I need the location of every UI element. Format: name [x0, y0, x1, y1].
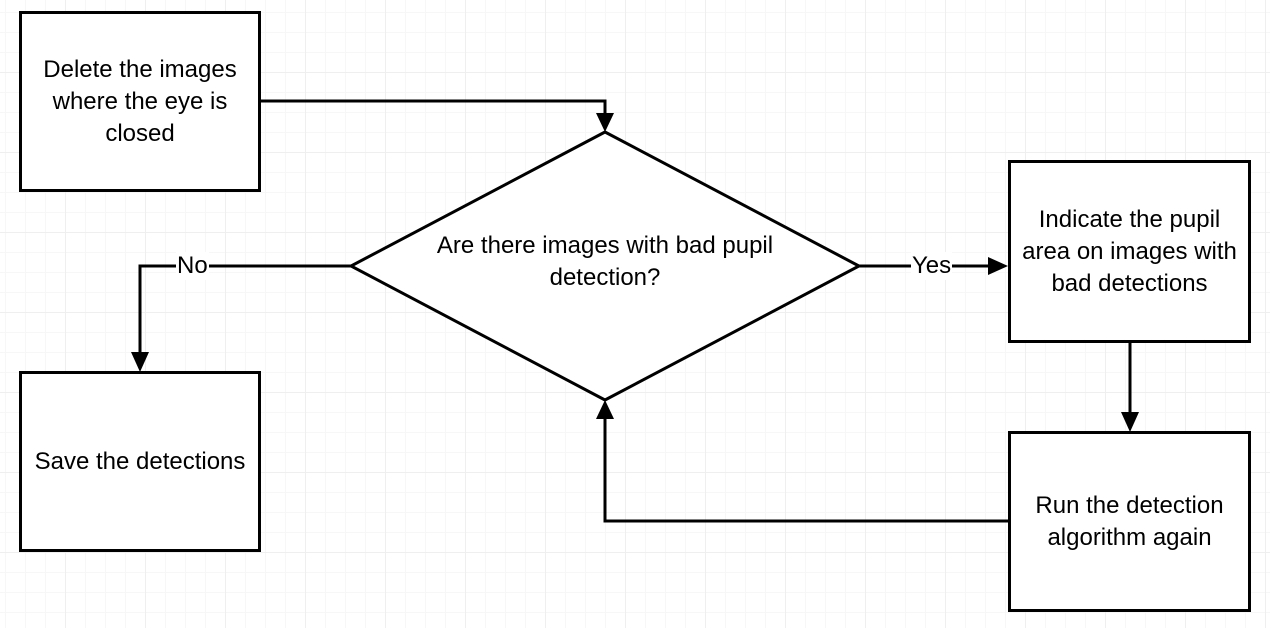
run-detection-box: Run the detection algorithm again [1008, 431, 1251, 612]
arrowhead-decision-bottom [596, 400, 614, 419]
indicate-pupil-label: Indicate the pupil area on images with b… [1022, 205, 1237, 297]
connector-run-to-decision [603, 416, 1009, 523]
arrowhead-run-top [1121, 412, 1139, 432]
connector-no-to-save [138, 264, 351, 356]
save-detections-label: Save the detections [34, 447, 246, 475]
run-detection-label: Run the detection algorithm again [1035, 491, 1224, 551]
delete-closed-eye-box: Delete the images where the eye is close… [19, 11, 261, 192]
indicate-pupil-box: Indicate the pupil area on images with b… [1008, 160, 1251, 343]
decision-label: Are there images with bad pupil detectio… [436, 232, 774, 291]
save-detections-box: Save the detections [19, 371, 261, 552]
yes-edge-label: Yes [911, 252, 953, 280]
arrowhead-indicate-left [988, 257, 1008, 275]
arrowhead-save-top [131, 352, 149, 372]
no-edge-label: No [176, 252, 209, 280]
connector-delete-to-decision [261, 99, 607, 118]
delete-closed-eye-label: Delete the images where the eye is close… [43, 55, 237, 147]
arrowhead-decision-top [596, 113, 614, 132]
